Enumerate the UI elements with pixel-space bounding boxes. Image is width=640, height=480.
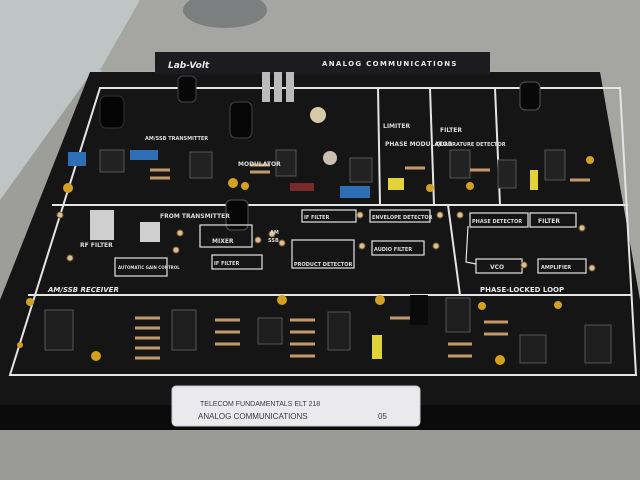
label-phase-detector: PHASE DETECTOR bbox=[472, 219, 522, 225]
label-phase-modulator: PHASE MODULATOR bbox=[385, 141, 453, 148]
label-card bbox=[171, 385, 421, 427]
label-envelope-detector: ENVELOPE DETECTOR bbox=[372, 215, 433, 221]
label-audio-filter: AUDIO FILTER bbox=[374, 247, 412, 253]
label-from-transmitter: FROM TRANSMITTER bbox=[160, 213, 230, 220]
header-strip bbox=[155, 52, 490, 74]
middle-components bbox=[56, 199, 596, 277]
table-surface bbox=[100, 0, 640, 420]
label-amplifier: AMPLIFIER bbox=[541, 265, 571, 271]
section-receiver: AM/SSB RECEIVER bbox=[47, 286, 119, 294]
bottom-components bbox=[17, 295, 612, 365]
label-if-filter-top: IF FILTER bbox=[304, 215, 329, 221]
board-title: ANALOG COMMUNICATIONS bbox=[322, 60, 458, 68]
pm-divider bbox=[429, 87, 435, 206]
card-line1: TELECOM FUNDAMENTALS ELT 218 bbox=[200, 401, 320, 408]
label-agc: AUTOMATIC GAIN CONTROL bbox=[118, 265, 180, 270]
pll-divider bbox=[447, 204, 461, 296]
top-components bbox=[63, 72, 594, 198]
table-front bbox=[0, 430, 640, 480]
label-rf-filter: RF FILTER bbox=[80, 242, 113, 249]
label-transmitter: AM/SSB TRANSMITTER bbox=[145, 136, 208, 142]
wall bbox=[0, 0, 140, 200]
label-quadrature-detector: QUADRATURE DETECTOR bbox=[436, 142, 506, 148]
label-mixer: MIXER bbox=[212, 238, 234, 245]
label-am: AM bbox=[270, 230, 279, 236]
round-fixture bbox=[183, 0, 267, 28]
label-pll-filter: FILTER bbox=[538, 218, 560, 225]
label-vco: VCO bbox=[490, 264, 504, 271]
tx-divider bbox=[377, 87, 381, 206]
section-pll: PHASE-LOCKED LOOP bbox=[480, 286, 564, 294]
label-product-detector: PRODUCT DETECTOR bbox=[294, 262, 353, 268]
label-if-filter: IF FILTER bbox=[214, 261, 239, 267]
panel-outline bbox=[8, 87, 638, 376]
label-limiter: LIMITER bbox=[383, 123, 410, 130]
label-quad-filter: FILTER bbox=[440, 127, 462, 134]
card-line2: ANALOG COMMUNICATIONS bbox=[198, 412, 308, 421]
brand-logo: Lab-Volt bbox=[168, 61, 210, 71]
card-number: 05 bbox=[378, 412, 387, 421]
label-ssb: SSB bbox=[268, 238, 279, 244]
label-modulator: MODULATOR bbox=[238, 161, 281, 168]
